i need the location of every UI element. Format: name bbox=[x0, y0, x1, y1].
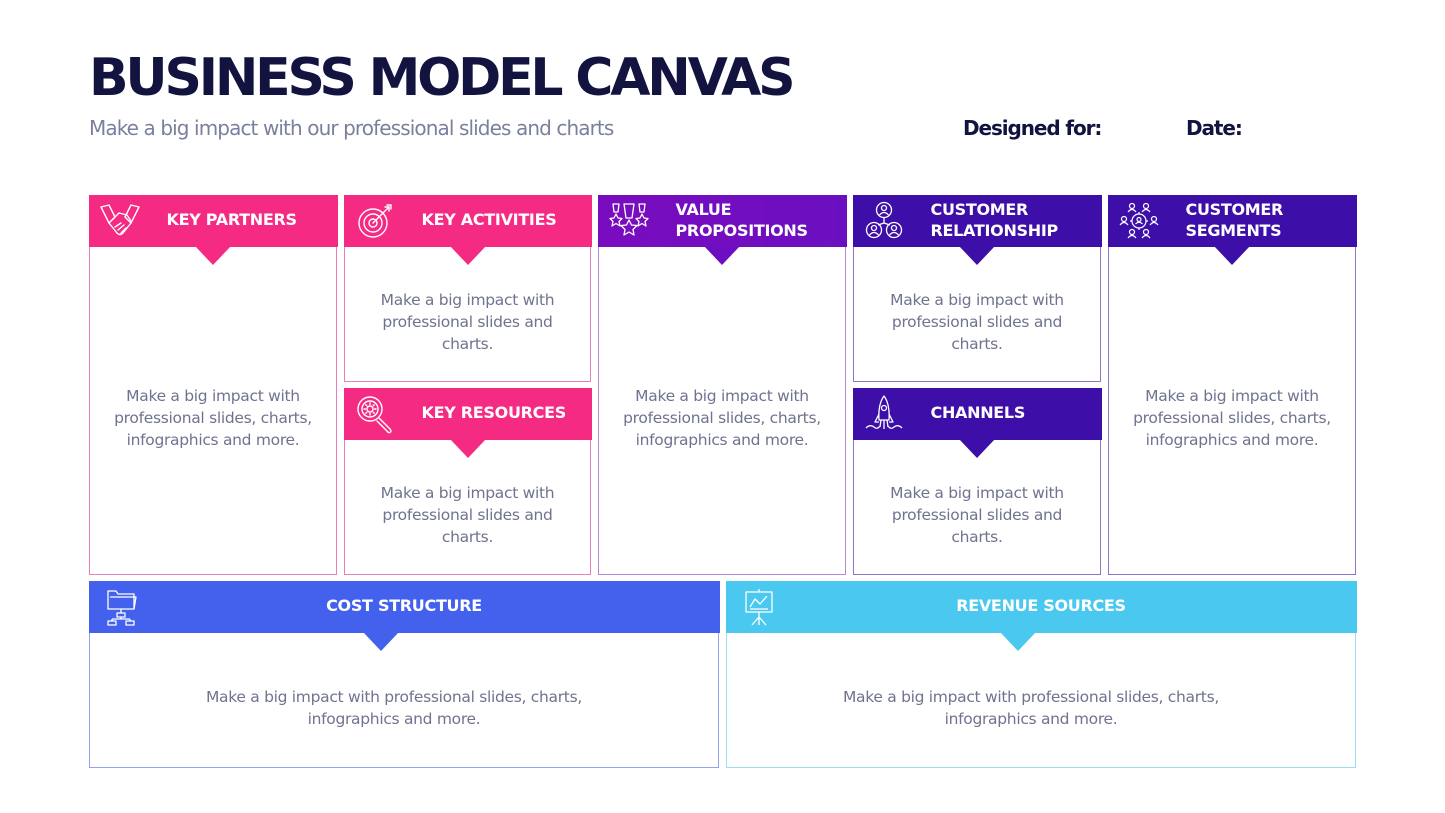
folder-hierarchy-icon bbox=[101, 587, 143, 627]
value-propositions-text[interactable]: Make a big impact with professional slid… bbox=[623, 387, 821, 449]
key-resources-notch bbox=[449, 439, 486, 458]
customer-relationship-title-line1: CUSTOMER bbox=[930, 199, 1029, 219]
audience-target-icon bbox=[1118, 201, 1160, 241]
channels-block: CHANNELS Make a big impact with professi… bbox=[852, 387, 1102, 575]
cost-structure-notch bbox=[363, 632, 399, 651]
channels-title: CHANNELS bbox=[930, 402, 1026, 422]
customer-segments-title-line2: SEGMENTS bbox=[1185, 220, 1282, 240]
medals-icon bbox=[608, 201, 650, 241]
target-icon bbox=[354, 201, 396, 241]
value-propositions-title: VALUE PROPOSITIONS bbox=[676, 199, 839, 241]
designed-for-label: Designed for: bbox=[963, 116, 1102, 140]
key-partners-notch bbox=[195, 246, 231, 265]
revenue-sources-notch bbox=[1000, 632, 1036, 651]
customer-segments-text[interactable]: Make a big impact with professional slid… bbox=[1133, 387, 1331, 449]
customer-segments-title-line1: CUSTOMER bbox=[1185, 199, 1284, 219]
page-title: BUSINESS MODEL CANVAS bbox=[89, 48, 796, 108]
cost-structure-block: COST STRUCTURE Make a big impact with pr… bbox=[88, 580, 720, 768]
revenue-sources-block: REVENUE SOURCES Make a big impact with p… bbox=[725, 580, 1357, 768]
customer-relationship-block: CUSTOMER RELATIONSHIP Make a big impact … bbox=[852, 194, 1102, 382]
value-propositions-title-line1: VALUE bbox=[675, 199, 732, 219]
channels-notch bbox=[959, 439, 995, 458]
revenue-sources-text[interactable]: Make a big impact with professional slid… bbox=[842, 687, 1219, 728]
channels-header: CHANNELS bbox=[852, 387, 1102, 440]
key-activities-block: KEY ACTIVITIES Make a big impact with pr… bbox=[343, 194, 592, 382]
customer-segments-notch bbox=[1214, 246, 1250, 265]
key-activities-notch bbox=[449, 246, 486, 265]
revenue-sources-title: REVENUE SOURCES bbox=[956, 595, 1126, 615]
customer-relationship-header: CUSTOMER RELATIONSHIP bbox=[852, 194, 1102, 247]
rocket-icon bbox=[863, 394, 905, 434]
key-partners-block: KEY PARTNERS Make a big impact with prof… bbox=[88, 194, 338, 575]
people-network-icon bbox=[863, 201, 905, 241]
channels-text[interactable]: Make a big impact with professional slid… bbox=[890, 483, 1064, 546]
value-propositions-block: VALUE PROPOSITIONS Make a big impact wit… bbox=[597, 194, 847, 575]
value-propositions-header: VALUE PROPOSITIONS bbox=[597, 194, 847, 247]
presentation-chart-icon bbox=[738, 587, 780, 627]
value-propositions-title-line2: PROPOSITIONS bbox=[675, 220, 809, 240]
key-resources-block: KEY RESOURCES Make a big impact with pro… bbox=[343, 387, 592, 575]
customer-relationship-title: CUSTOMER RELATIONSHIP bbox=[931, 199, 1094, 241]
key-activities-text[interactable]: Make a big impact with professional slid… bbox=[380, 290, 555, 353]
customer-relationship-text[interactable]: Make a big impact with professional slid… bbox=[890, 290, 1064, 353]
cost-structure-header: COST STRUCTURE bbox=[88, 580, 720, 633]
magnifier-gear-icon bbox=[354, 394, 396, 434]
key-partners-text[interactable]: Make a big impact with professional slid… bbox=[114, 387, 312, 449]
key-activities-header: KEY ACTIVITIES bbox=[343, 194, 592, 247]
key-resources-header: KEY RESOURCES bbox=[343, 387, 592, 440]
key-activities-title: KEY ACTIVITIES bbox=[421, 209, 557, 229]
key-resources-text[interactable]: Make a big impact with professional slid… bbox=[380, 483, 555, 546]
customer-segments-header: CUSTOMER SEGMENTS bbox=[1107, 194, 1357, 247]
key-partners-title: KEY PARTNERS bbox=[166, 209, 298, 229]
customer-relationship-title-line2: RELATIONSHIP bbox=[930, 220, 1059, 240]
customer-segments-title: CUSTOMER SEGMENTS bbox=[1186, 199, 1349, 241]
handshake-icon bbox=[99, 201, 141, 241]
cost-structure-title: COST STRUCTURE bbox=[326, 595, 482, 615]
value-propositions-notch bbox=[704, 246, 740, 265]
page-subtitle: Make a big impact with our professional … bbox=[89, 116, 614, 140]
customer-relationship-notch bbox=[959, 246, 995, 265]
key-partners-header: KEY PARTNERS bbox=[88, 194, 338, 247]
date-label: Date: bbox=[1186, 116, 1243, 140]
key-resources-title: KEY RESOURCES bbox=[421, 402, 567, 422]
cost-structure-text[interactable]: Make a big impact with professional slid… bbox=[205, 687, 582, 728]
customer-segments-block: CUSTOMER SEGMENTS Make a big impact with… bbox=[1107, 194, 1357, 575]
revenue-sources-header: REVENUE SOURCES bbox=[725, 580, 1357, 633]
